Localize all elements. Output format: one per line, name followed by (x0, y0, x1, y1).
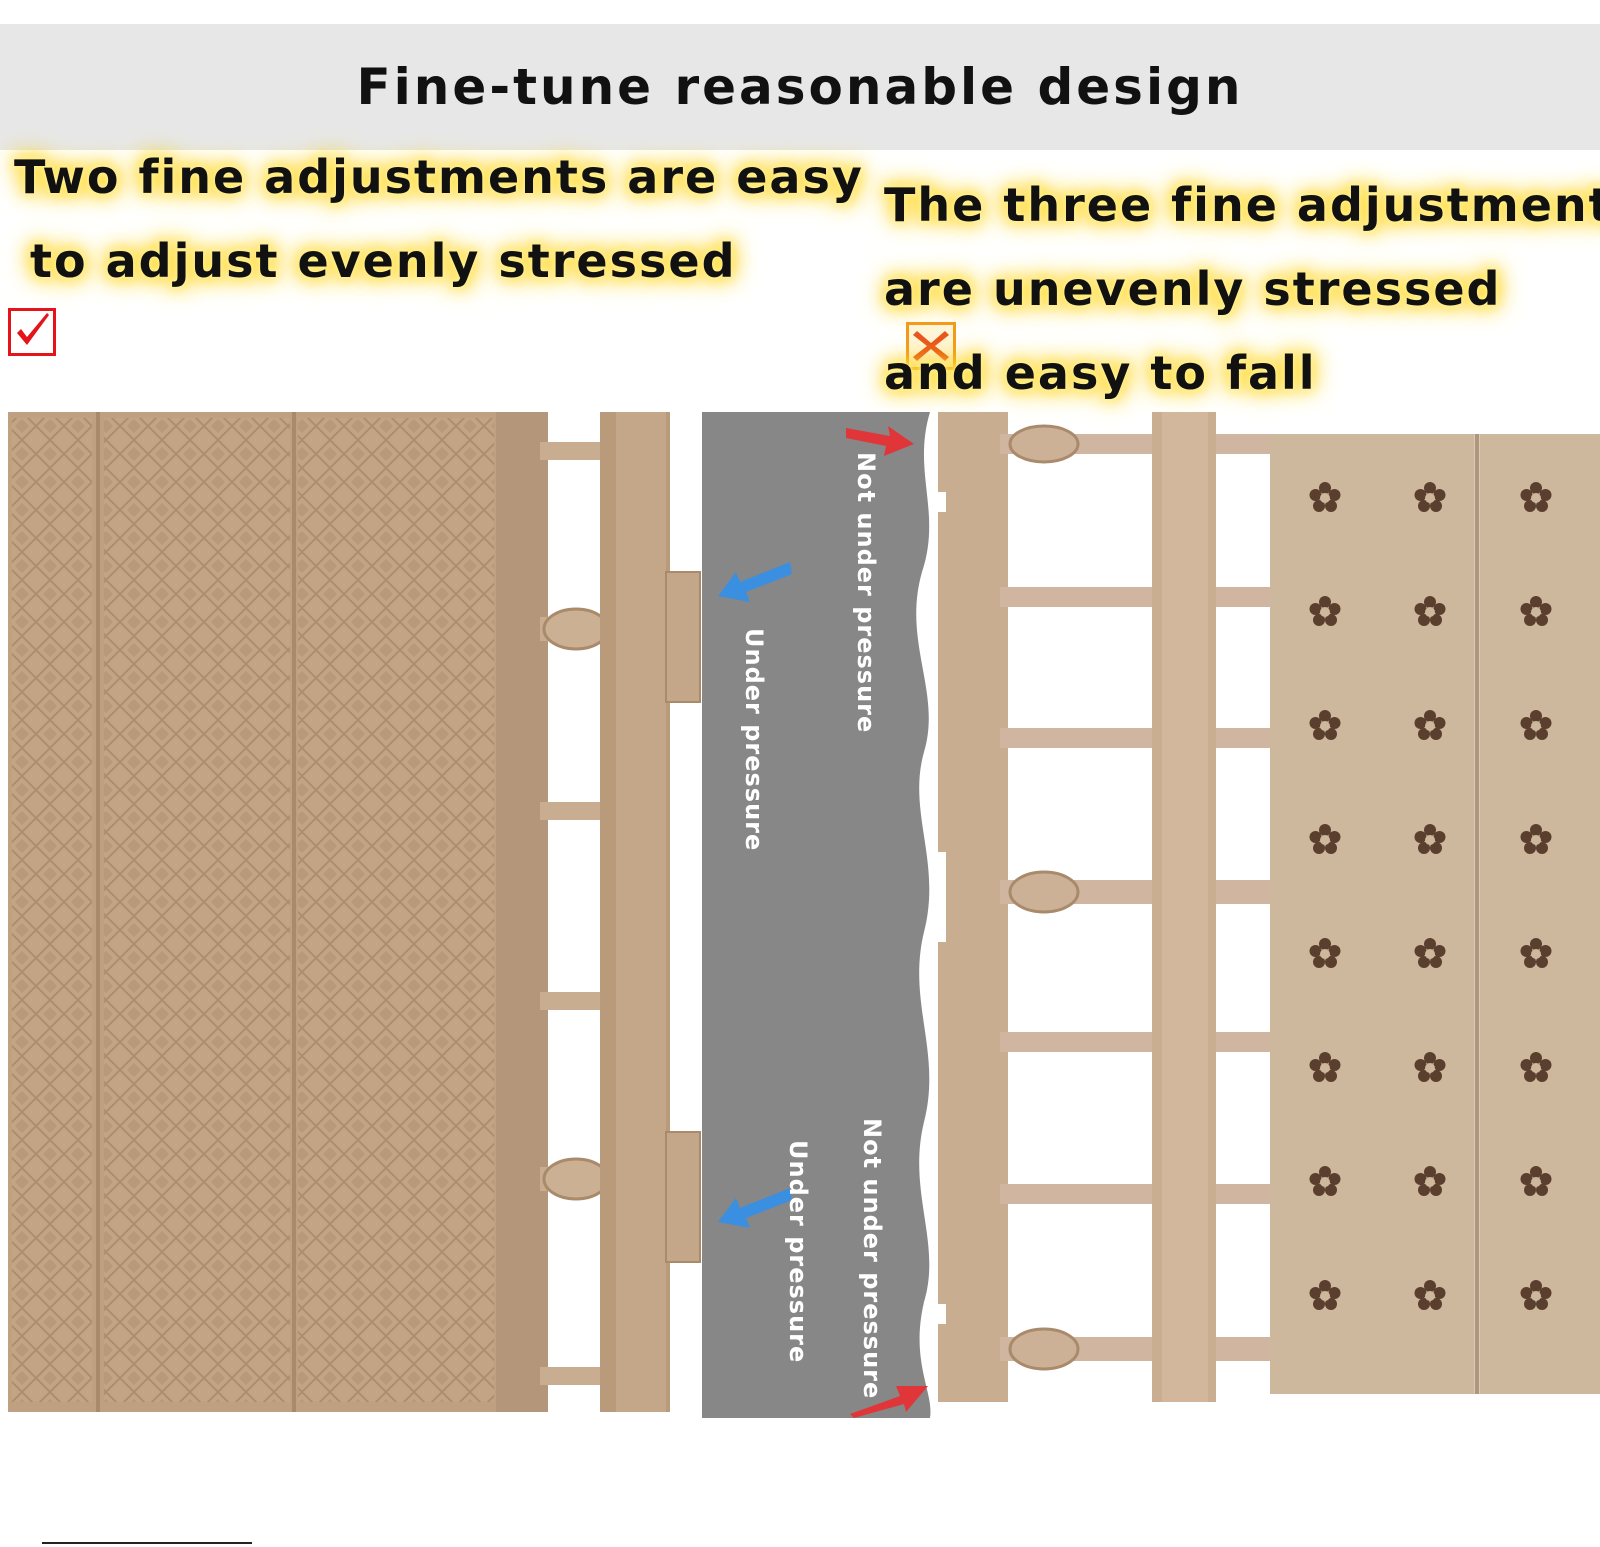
cross-icon (906, 322, 956, 370)
adjuster-knob-upper (542, 607, 610, 651)
right-shelf-board (1270, 434, 1600, 1394)
label-under-pressure-lower: Under pressure (784, 1140, 812, 1364)
bottom-divider (42, 1542, 252, 1544)
page-title: Fine-tune reasonable design (356, 58, 1244, 116)
check-icon (8, 308, 56, 356)
label-under-pressure-upper: Under pressure (740, 628, 768, 852)
left-shelf-board (8, 412, 548, 1412)
left-caption-line1: Two fine adjustments are easy (14, 150, 864, 204)
label-not-under-pressure-top: Not under pressure (852, 452, 880, 734)
adjuster-knob-lower (542, 1157, 610, 1201)
right-caption-line1: The three fine adjustments (884, 178, 1600, 232)
arrow-red-bottom-icon (850, 1386, 928, 1418)
arrow-blue-upper-icon (718, 562, 792, 602)
wall (702, 412, 931, 1418)
right-caption-line2: are unevenly stressed (884, 262, 1502, 316)
arrow-blue-lower-icon (718, 1188, 792, 1228)
left-adjuster (540, 412, 701, 1412)
right-adjuster (938, 412, 1278, 1402)
left-caption-line2: to adjust evenly stressed (30, 234, 737, 288)
title-banner: Fine-tune reasonable design (0, 24, 1600, 150)
arrow-red-top-icon (846, 426, 914, 456)
label-not-under-pressure-bottom: Not under pressure (858, 1118, 886, 1400)
right-caption-line3: and easy to fall (884, 346, 1317, 400)
